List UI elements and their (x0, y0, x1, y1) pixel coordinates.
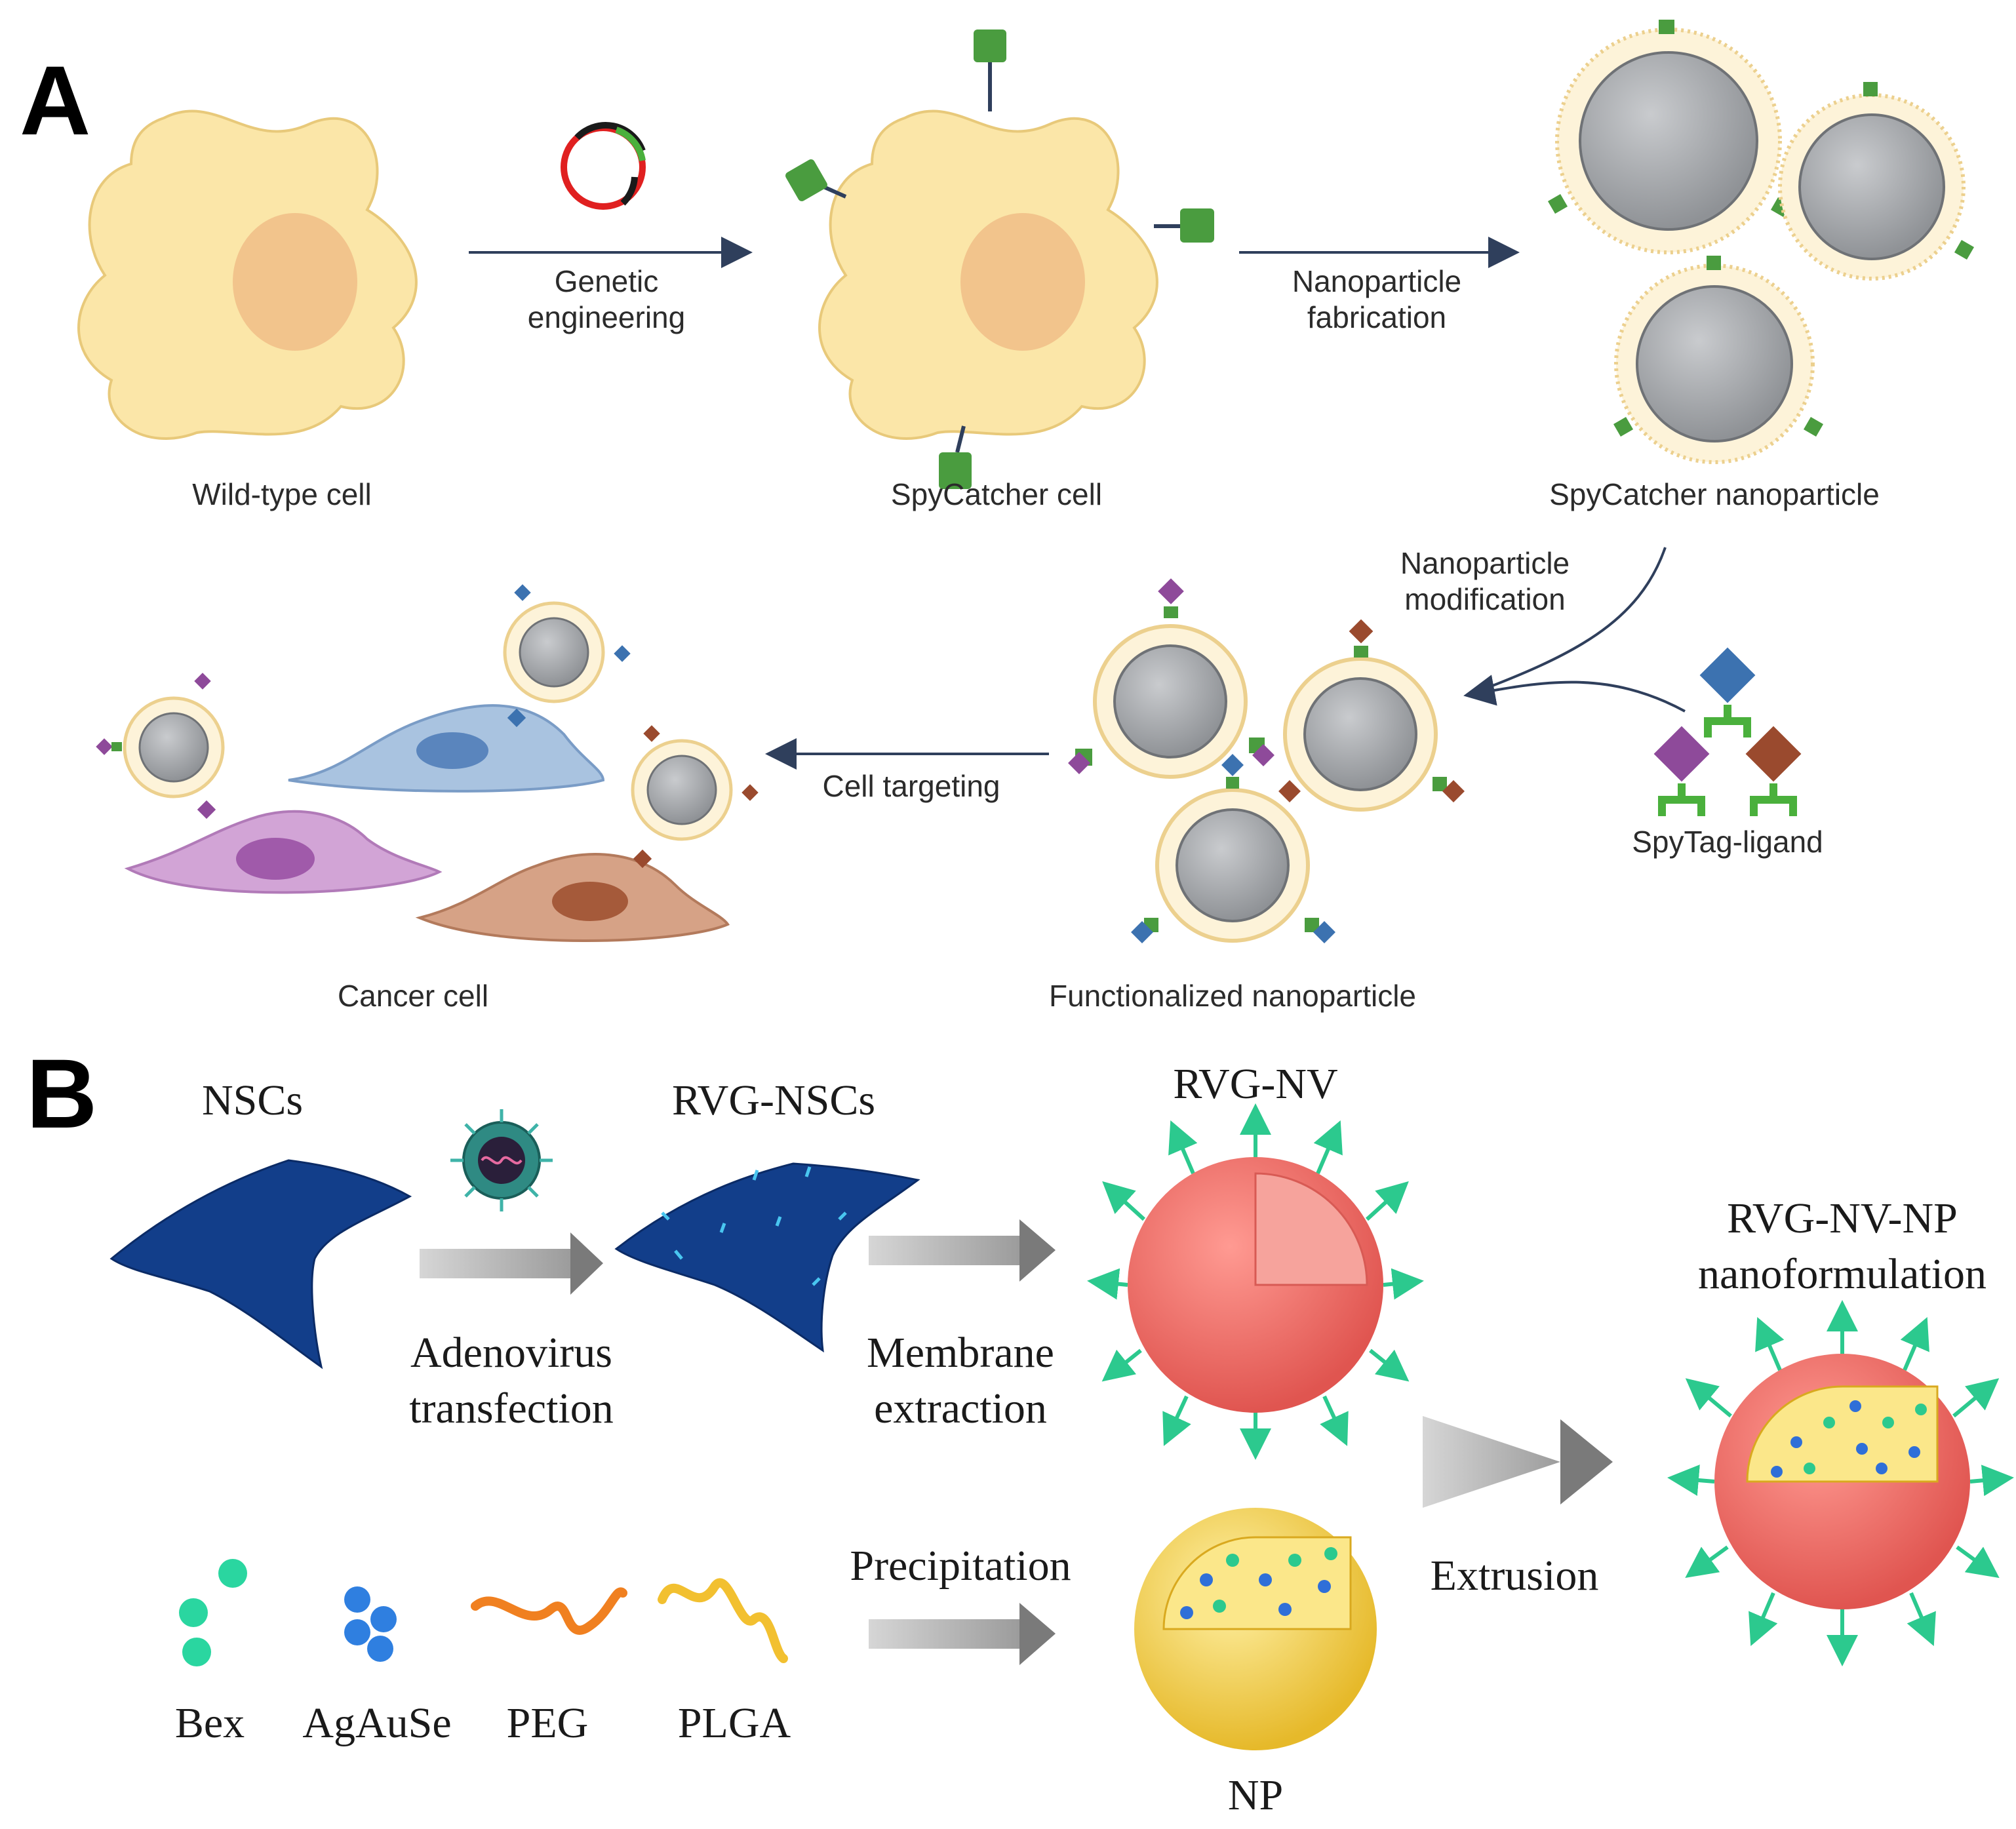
targeted-nanoparticle (96, 673, 225, 819)
nucleus (416, 732, 488, 769)
arrow-precipitation-head (1019, 1603, 1056, 1665)
label-spycatcher-cell: SpyCatcher cell (891, 477, 1102, 511)
spycatcher-nanoparticle (1613, 256, 1824, 464)
label-agause: AgAuSe (302, 1699, 451, 1747)
arrow-extrusion-head (1560, 1419, 1613, 1504)
label-nanoformulation: nanoformulation (1698, 1250, 1986, 1298)
label-rvg-nv-np: RVG-NV-NP (1727, 1194, 1958, 1242)
label-np: NP (1228, 1771, 1283, 1819)
label-bex: Bex (175, 1699, 245, 1747)
label-wild-type-cell: Wild-type cell (192, 477, 372, 511)
panel-b-letter: B (26, 1038, 97, 1149)
label-np-modification-1: Nanoparticle (1400, 546, 1570, 580)
label-spytag-ligand: SpyTag-ligand (1632, 825, 1823, 859)
agause-icon (344, 1586, 397, 1662)
label-genetic: Genetic (555, 264, 659, 298)
arrow-adenovirus-head (570, 1232, 603, 1295)
cancer-cell-blue (288, 704, 605, 793)
panel-a-letter: A (20, 45, 90, 155)
spycatcher-receptor-icon (1180, 208, 1214, 243)
nucleus (960, 213, 1085, 351)
functionalized-nanoparticle (1068, 578, 1275, 779)
rvg-nv-np-nanoformulation (1667, 1300, 2014, 1666)
cancer-cell-purple (124, 810, 443, 894)
nucleus (552, 882, 628, 921)
spycatcher-receptor-icon (974, 30, 1006, 62)
functionalized-nanoparticle (1131, 754, 1335, 943)
spycatcher-receptor-icon (939, 452, 972, 489)
label-cell-targeting: Cell targeting (822, 769, 1000, 803)
arrow-np-modification (1463, 675, 1686, 713)
spycatcher-cell (785, 30, 1214, 489)
label-adenovirus: Adenovirus (410, 1329, 612, 1377)
spytag-ligand-icon (1653, 647, 1802, 816)
arrow-extrusion-body (1423, 1416, 1560, 1508)
nsc-cell (109, 1159, 412, 1369)
label-plga: PLGA (678, 1699, 791, 1747)
spycatcher-receptor-icon (785, 159, 827, 201)
label-rvg-nv: RVG-NV (1173, 1060, 1337, 1108)
label-nanoparticle-fab-1: Nanoparticle (1292, 264, 1461, 298)
bex-icon (179, 1559, 247, 1666)
spycatcher-nanoparticle (1547, 20, 1791, 254)
label-peg: PEG (507, 1699, 589, 1747)
np-nanoparticle (1134, 1508, 1377, 1750)
payload-dots (1771, 1400, 1927, 1478)
cancer-cell-brown (415, 853, 730, 942)
adenovirus-icon (450, 1109, 553, 1211)
rvg-nsc-cell (614, 1162, 920, 1353)
nucleus (233, 213, 357, 351)
payload-dots (1180, 1547, 1337, 1619)
plasmid-icon (561, 122, 646, 210)
rvg-nv-vesicle (1087, 1103, 1424, 1460)
label-functionalized-nanoparticle: Functionalized nanoparticle (1049, 979, 1416, 1013)
spycatcher-nanoparticle (1778, 82, 1975, 281)
peg-icon (471, 1587, 627, 1635)
arrow-membrane-head (1019, 1219, 1056, 1282)
label-spycatcher-nanoparticle: SpyCatcher nanoparticle (1549, 477, 1880, 511)
targeted-nanoparticle (631, 725, 759, 869)
nucleus (236, 838, 315, 880)
label-membrane: Membrane (867, 1329, 1054, 1377)
arrow-adenovirus-body (420, 1249, 570, 1278)
plga-icon (658, 1578, 788, 1663)
arrow-curve (1468, 547, 1667, 696)
label-nscs: NSCs (202, 1076, 303, 1124)
label-transfection: transfection (409, 1385, 614, 1432)
label-nanoparticle-fab-2: fabrication (1307, 300, 1446, 334)
functionalized-nanoparticle (1278, 619, 1465, 812)
targeted-nanoparticle (503, 584, 631, 728)
label-extraction: extraction (874, 1385, 1047, 1432)
label-rvg-nscs: RVG-NSCs (672, 1076, 875, 1124)
arrow-membrane-body (869, 1236, 1019, 1265)
label-extrusion: Extrusion (1431, 1552, 1599, 1600)
wild-type-cell (77, 109, 418, 440)
label-engineering: engineering (528, 300, 685, 334)
arrow-precipitation-body (869, 1619, 1019, 1649)
label-cancer-cell: Cancer cell (338, 979, 488, 1013)
label-precipitation: Precipitation (850, 1542, 1071, 1590)
label-np-modification-2: modification (1404, 582, 1565, 616)
